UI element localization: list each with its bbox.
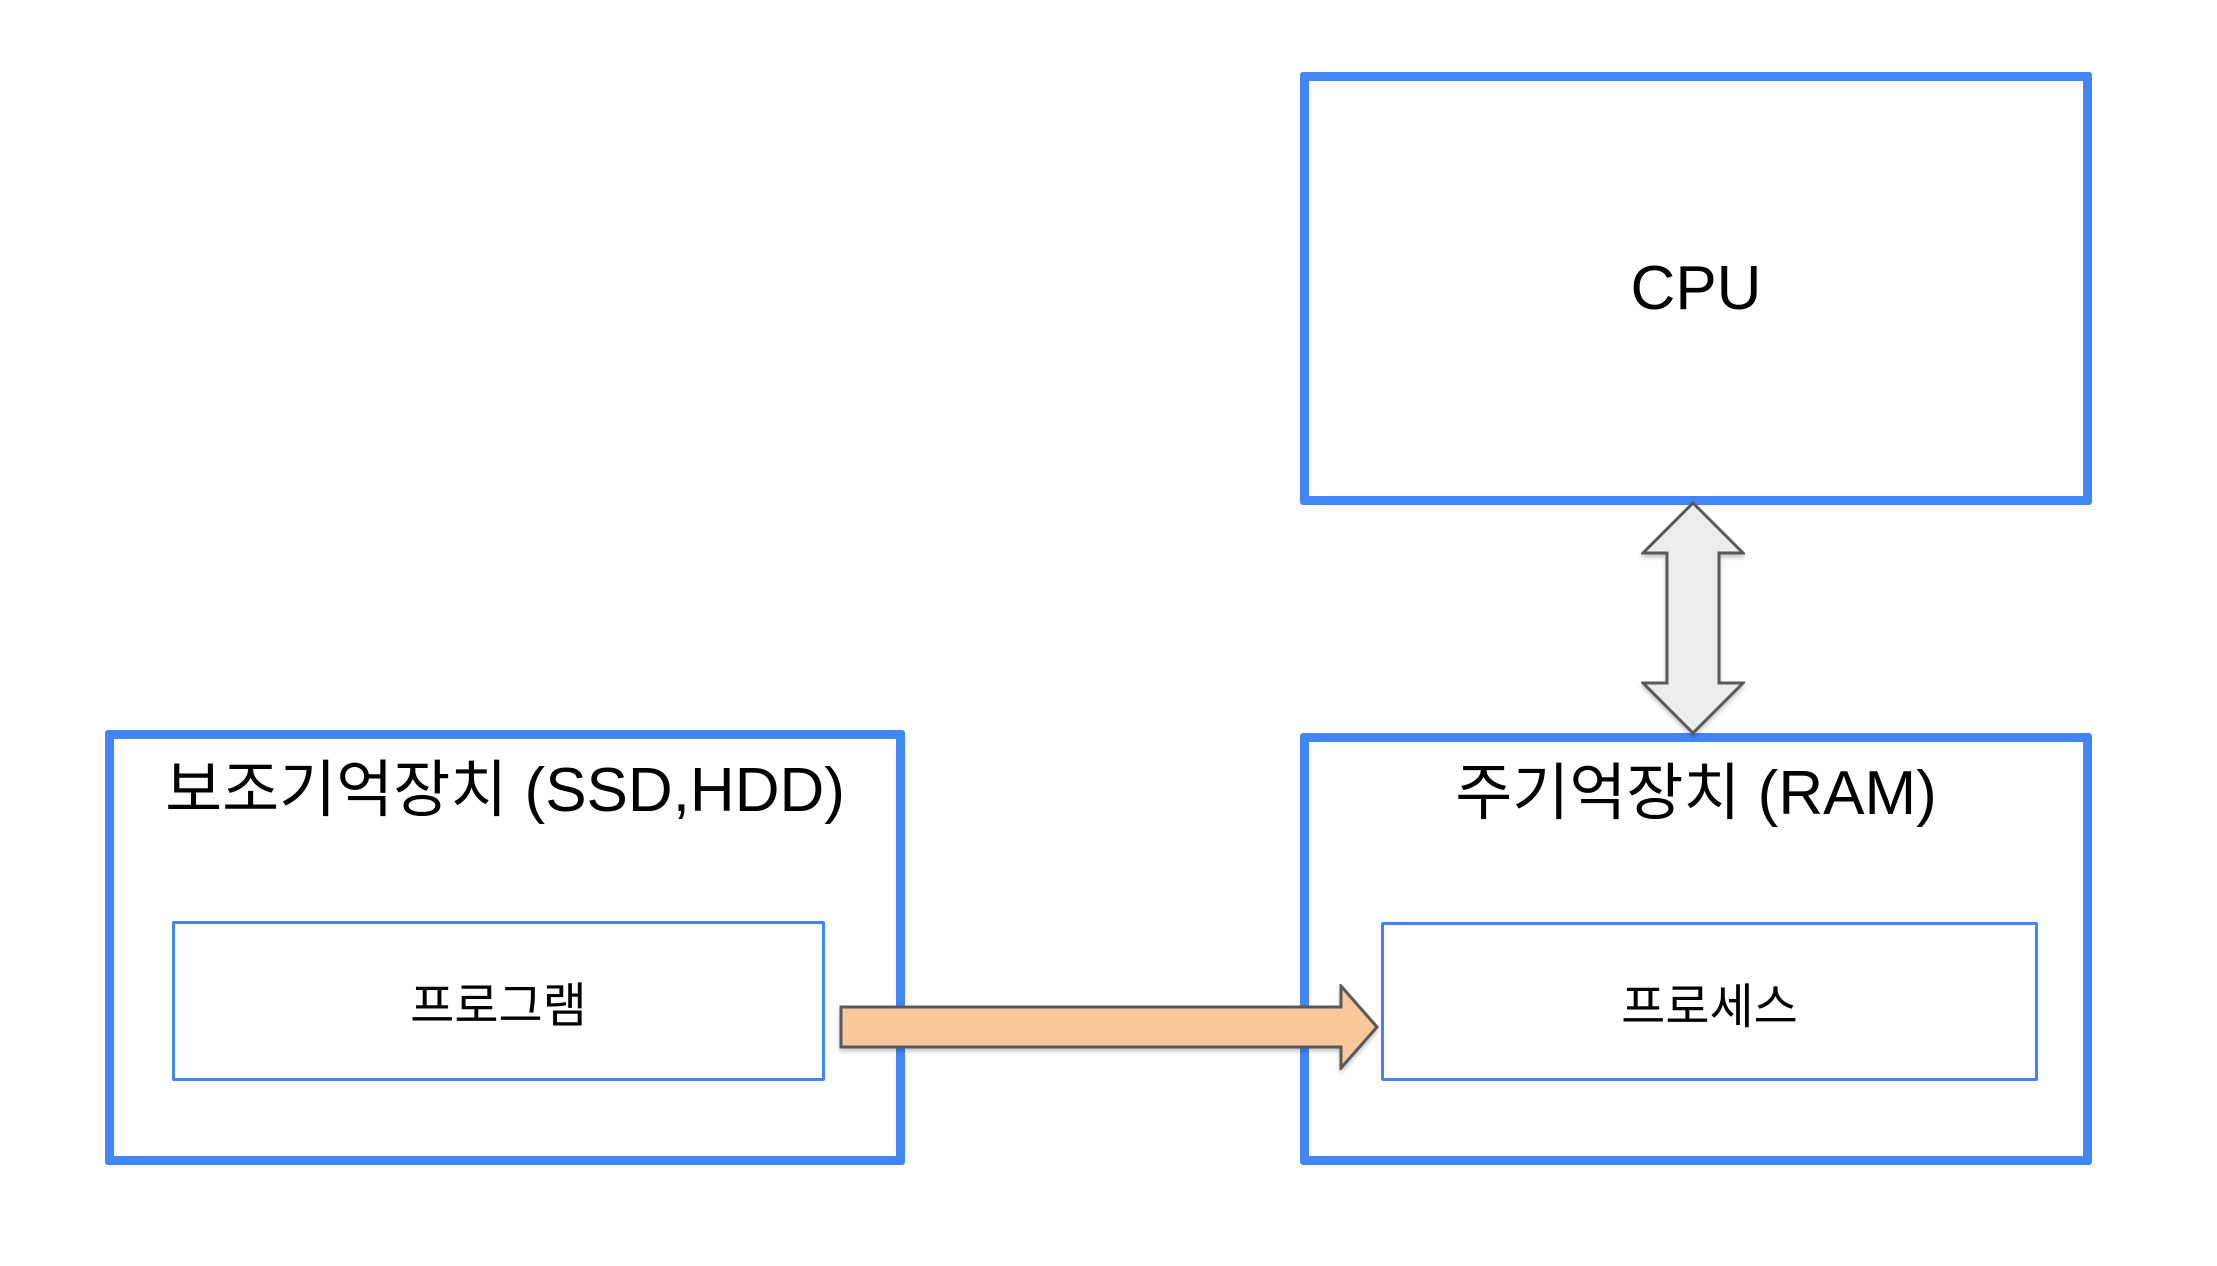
process-label: 프로세스 bbox=[1621, 980, 1798, 1034]
double-arrow-outline bbox=[1641, 501, 1745, 735]
program-box: 프로그램 bbox=[172, 921, 825, 1081]
cpu-box: CPU bbox=[1300, 72, 2092, 505]
right-arrow-shape bbox=[841, 986, 1377, 1068]
main-memory-title: 주기억장치 (RAM) bbox=[1455, 759, 1937, 828]
program-process-arrow-icon bbox=[839, 984, 1379, 1070]
cpu-memory-double-arrow-icon bbox=[1641, 501, 1745, 735]
process-box: 프로세스 bbox=[1381, 922, 2038, 1081]
right-arrow-outline bbox=[839, 984, 1379, 1070]
secondary-storage-title: 보조기억장치 (SSD,HDD) bbox=[165, 756, 845, 825]
program-label: 프로그램 bbox=[410, 980, 587, 1033]
cpu-label: CPU bbox=[1630, 253, 1762, 323]
